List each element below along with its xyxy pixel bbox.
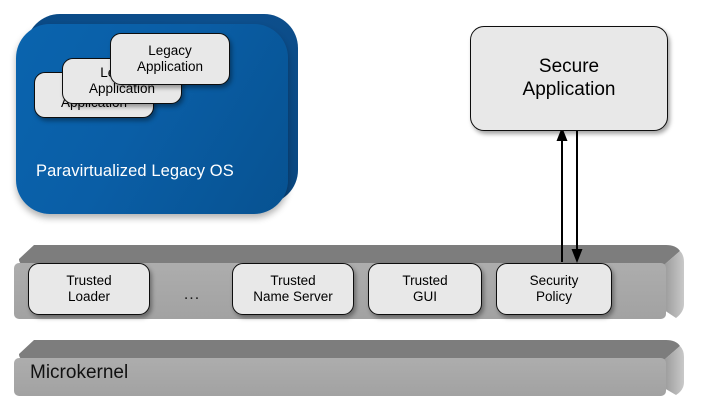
microkernel-right-face [664,346,684,395]
legacy-os-label: Paravirtualized Legacy OS [36,162,234,180]
slab-top-face [19,245,680,265]
microkernel-top-face [19,340,680,360]
slab-right-face [664,251,684,318]
secure-app-policy-arrow-pair [556,127,583,263]
secure-application-box[interactable]: Secure Application [470,26,668,131]
trusted-name-server-line1: Trusted [270,273,316,289]
trusted-name-server-box[interactable]: Trusted Name Server [232,263,354,315]
trusted-loader-box[interactable]: Trusted Loader [28,263,150,315]
microkernel-slab-shape [14,340,684,396]
security-policy-line1: Security [529,273,579,289]
arrow-secure-app-to-policy-icon [571,128,583,263]
microkernel-label: Microkernel [30,362,129,383]
legacy-application-box-3[interactable]: Legacy Application [110,33,230,85]
services-ellipsis: ... [183,286,201,303]
security-policy-box[interactable]: Security Policy [496,263,612,315]
microkernel-front-face [14,358,666,396]
legacy-application-3-text: Legacy Application [137,43,203,74]
legacy-application-3-line1: Legacy [148,43,192,59]
trusted-loader-line2: Loader [67,289,111,304]
trusted-gui-line1: Trusted [402,273,448,289]
security-policy-text: Security Policy [530,273,579,304]
trusted-loader-text: Trusted Loader [66,273,111,304]
trusted-gui-box[interactable]: Trusted GUI [368,263,482,315]
secure-application-line2: Application [522,78,616,100]
trusted-gui-text: Trusted GUI [402,273,447,304]
trusted-gui-line2: GUI [412,289,437,304]
trusted-loader-line1: Trusted [66,273,112,289]
microkernel-layer [14,338,690,400]
secure-application-line1: Secure [538,56,600,78]
arrow-policy-to-secure-app-icon [556,127,568,262]
security-policy-line2: Policy [535,289,572,304]
secure-application-text: Secure Application [523,56,616,100]
trusted-name-server-text: Trusted Name Server [253,273,333,304]
legacy-application-3-line2: Application [136,59,204,74]
trusted-name-server-line2: Name Server [253,289,333,304]
